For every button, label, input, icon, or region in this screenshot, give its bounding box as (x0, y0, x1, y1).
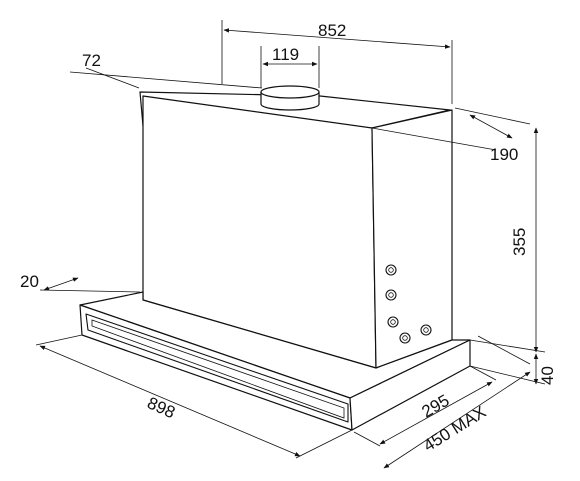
dim-label-355: 355 (510, 228, 529, 256)
dim-label-852: 852 (318, 21, 346, 40)
hood-body (79, 85, 471, 431)
control-knobs (385, 264, 432, 344)
dim-label-20: 20 (20, 272, 39, 291)
dim-label-898: 898 (144, 393, 178, 422)
dim-label-190: 190 (490, 145, 518, 164)
dim-label-40: 40 (538, 366, 557, 385)
dim-label-295: 295 (419, 391, 453, 422)
outlet-duct (260, 85, 320, 111)
dim-label-72: 72 (82, 51, 101, 70)
dimension-lines (35, 20, 546, 469)
hood-side-face (371, 109, 453, 369)
dim-label-119: 119 (272, 45, 299, 64)
